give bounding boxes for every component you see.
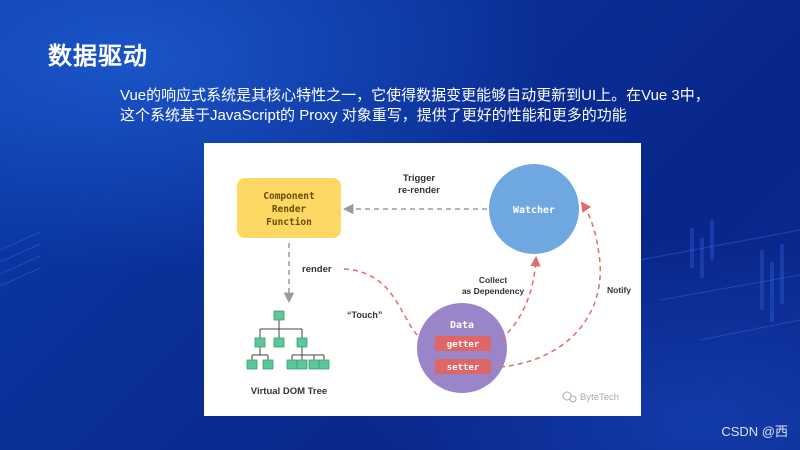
csdn-watermark: CSDN @西	[721, 424, 788, 439]
component-label-2: Render	[272, 204, 307, 215]
watcher-circle	[489, 164, 579, 254]
setter-pill	[435, 359, 491, 374]
data-label: Data	[450, 320, 474, 331]
tree-nodes	[246, 310, 330, 370]
component-label-3: Function	[266, 217, 312, 228]
render-label: render	[302, 264, 332, 275]
touch-label: “Touch”	[347, 310, 382, 320]
setter-label: setter	[447, 363, 480, 373]
collect-label-1: Collect	[479, 275, 508, 285]
bytetech-logo-icon	[562, 391, 577, 403]
trigger-label-2: re-render	[398, 185, 440, 196]
intro-line-2: 这个系统基于JavaScript的 Proxy 对象重写，提供了更好的性能和更多…	[120, 107, 627, 124]
trigger-label-1: Trigger	[403, 173, 436, 184]
getter-pill	[435, 336, 491, 351]
vdom-label: Virtual DOM Tree	[251, 386, 327, 397]
brand-label: ByteTech	[580, 392, 619, 403]
intro-paragraph: Vue的响应式系统是其核心特性之一，它使得数据变更能够自动更新到UI上。在Vue…	[120, 86, 740, 126]
page-title: 数据驱动	[48, 43, 148, 70]
collect-label-2: as Dependency	[462, 286, 525, 296]
intro-line-1: Vue的响应式系统是其核心特性之一，它使得数据变更能够自动更新到UI上。在Vue…	[120, 87, 710, 104]
component-render-box	[237, 178, 341, 238]
getter-label: getter	[447, 340, 480, 350]
touch-arrow	[343, 268, 433, 346]
reactivity-diagram: Component Render Function Watcher Trigge…	[204, 143, 641, 416]
watcher-label: Watcher	[513, 205, 555, 216]
component-label-1: Component	[263, 191, 314, 202]
diagram-svg: Component Render Function Watcher Trigge…	[237, 164, 631, 403]
collect-arrow	[500, 255, 541, 340]
notify-label: Notify	[607, 285, 631, 295]
